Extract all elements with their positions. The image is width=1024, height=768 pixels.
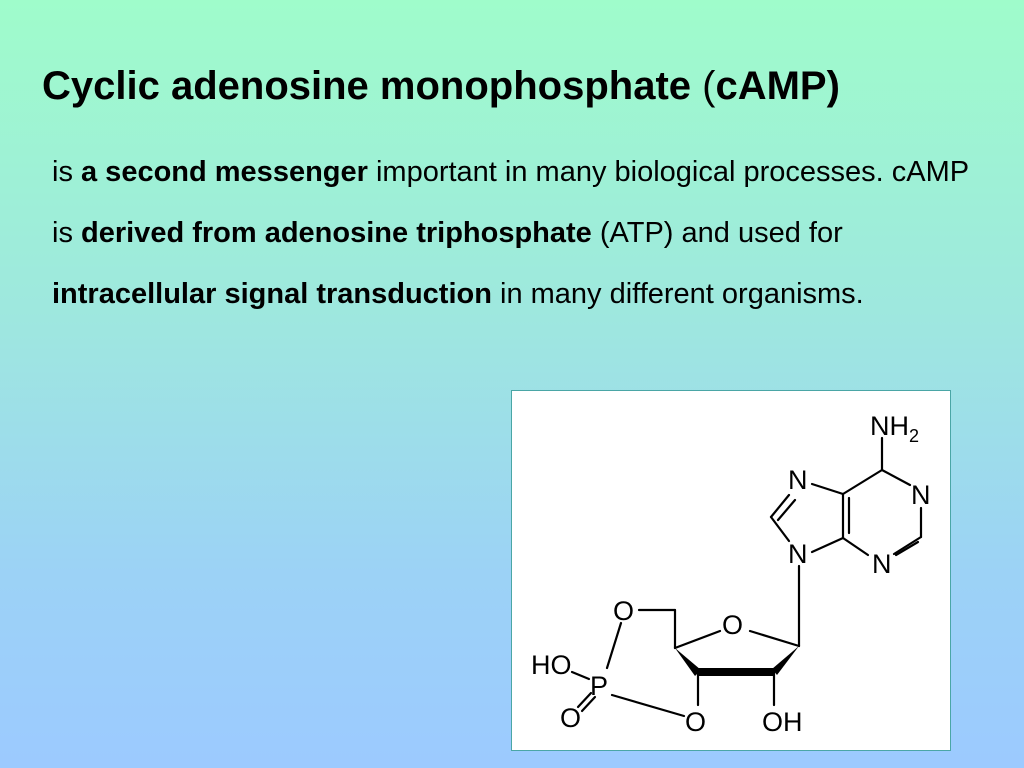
bond-o4prime-c4prime	[673, 629, 722, 650]
bond-ho-p	[570, 670, 591, 681]
atom-n1: N	[911, 480, 931, 510]
highlight-signal-transduction: intracellular signal transduction	[52, 278, 492, 310]
bond-c5-c6	[841, 468, 884, 496]
atom-o-ch2: O	[613, 596, 634, 626]
atom-ho: HO	[531, 650, 572, 680]
bold-bond-c3prime-c2prime	[698, 668, 774, 676]
bond-o-p	[605, 621, 623, 670]
bond-p-o-bridge	[610, 693, 686, 718]
paragraph-text-4: in many different organisms.	[491, 278, 864, 310]
wedge-c1prime-c2prime	[772, 646, 799, 675]
paragraph-text-3: (ATP) and used for	[591, 217, 843, 249]
bond-c5-n7	[810, 482, 845, 496]
highlight-derived-from-atp: derived from adenosine triphosphate	[81, 217, 592, 249]
atom-n3: N	[872, 549, 892, 579]
atom-o-bridge: O	[685, 707, 706, 737]
paragraph-text-1: is	[52, 156, 81, 188]
bond-c8-n9	[769, 515, 791, 543]
atom-o-double: O	[560, 703, 581, 733]
wedge-c4prime-c3prime	[675, 648, 701, 676]
camp-structure-figure: NH2 N N N N O O HO P O O OH	[511, 390, 951, 751]
title-main: Cyclic adenosine monophosphate	[42, 64, 703, 108]
title-abbrev: cAMP)	[715, 64, 840, 108]
bond-n9-c4	[810, 536, 845, 554]
highlight-second-messenger: a second messenger	[81, 156, 368, 188]
bond-n7-c8	[769, 493, 791, 519]
camp-structure-diagram: NH2 N N N N O O HO P O O OH	[531, 411, 931, 737]
description-paragraph: is a second messenger important in many …	[52, 142, 987, 325]
wedge-bonds	[675, 646, 799, 676]
atom-nh2: NH2	[870, 411, 919, 446]
slide-title: Cyclic adenosine monophosphate (cAMP)	[42, 62, 840, 110]
bond-n7-c8-double	[776, 498, 797, 522]
bond-c2-n3	[892, 535, 923, 556]
bond-lines	[570, 436, 923, 718]
bond-c2-n3-double	[894, 540, 920, 557]
atom-p: P	[590, 671, 608, 701]
paragraph-text-2: important in many biological processes. …	[52, 156, 969, 249]
atom-n7: N	[788, 465, 808, 495]
bond-c1prime-o4prime	[748, 629, 801, 648]
bond-p-o-double-a	[576, 691, 593, 709]
bond-p-o-double-b	[580, 695, 597, 713]
atom-n9: N	[788, 539, 808, 569]
bond-c6-n1	[880, 468, 912, 487]
title-open-paren: (	[702, 64, 716, 108]
atom-o-ring: O	[722, 610, 743, 640]
bond-n3-c4	[841, 536, 870, 557]
atom-oh: OH	[762, 707, 803, 737]
